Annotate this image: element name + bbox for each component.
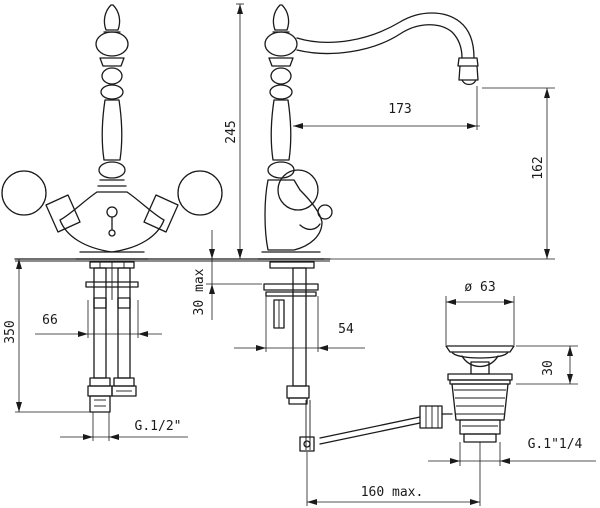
right-crystal-handle xyxy=(177,170,223,216)
dimension-162: 162 xyxy=(482,87,555,259)
dim-g-one-quarter-label: G.1"1/4 xyxy=(528,437,583,452)
dimension-160-max: 160 max. xyxy=(306,442,481,506)
dim-162-label: 162 xyxy=(531,156,546,179)
pop-up-waste xyxy=(299,345,515,452)
side-supply-hose xyxy=(263,261,319,450)
dim-54-label: 54 xyxy=(338,322,354,337)
dimension-30: 30 xyxy=(516,345,578,385)
dimension-245: 245 xyxy=(224,3,244,259)
front-supply-hoses xyxy=(85,261,139,413)
dimension-350: 350 xyxy=(3,259,90,413)
dimension-66: 66 xyxy=(35,300,162,338)
side-crystal-handle xyxy=(277,169,319,211)
dim-30-label: 30 xyxy=(541,360,556,376)
dim-350-label: 350 xyxy=(3,320,18,343)
side-view-faucet xyxy=(257,4,479,260)
dimension-g-one-quarter: G.1"1/4 xyxy=(428,437,596,466)
dim-160-max-label: 160 max. xyxy=(361,485,424,500)
dim-66-label: 66 xyxy=(42,313,58,328)
dimension-g-half: G.1/2" xyxy=(60,412,188,441)
dim-30-max-label: 30 max xyxy=(192,268,207,315)
dimension-54: 54 xyxy=(234,296,365,352)
dimension-30-max: 30 max xyxy=(192,230,262,320)
dim-g-half-label: G.1/2" xyxy=(135,419,182,434)
dim-245-label: 245 xyxy=(224,120,239,143)
dimension-173: 173 xyxy=(293,86,480,130)
dim-63-label: ø 63 xyxy=(464,280,495,295)
dim-173-label: 173 xyxy=(388,102,411,117)
left-crystal-handle xyxy=(1,170,47,216)
front-view-faucet xyxy=(45,4,179,260)
dimension-diameter-63: ø 63 xyxy=(445,280,515,345)
